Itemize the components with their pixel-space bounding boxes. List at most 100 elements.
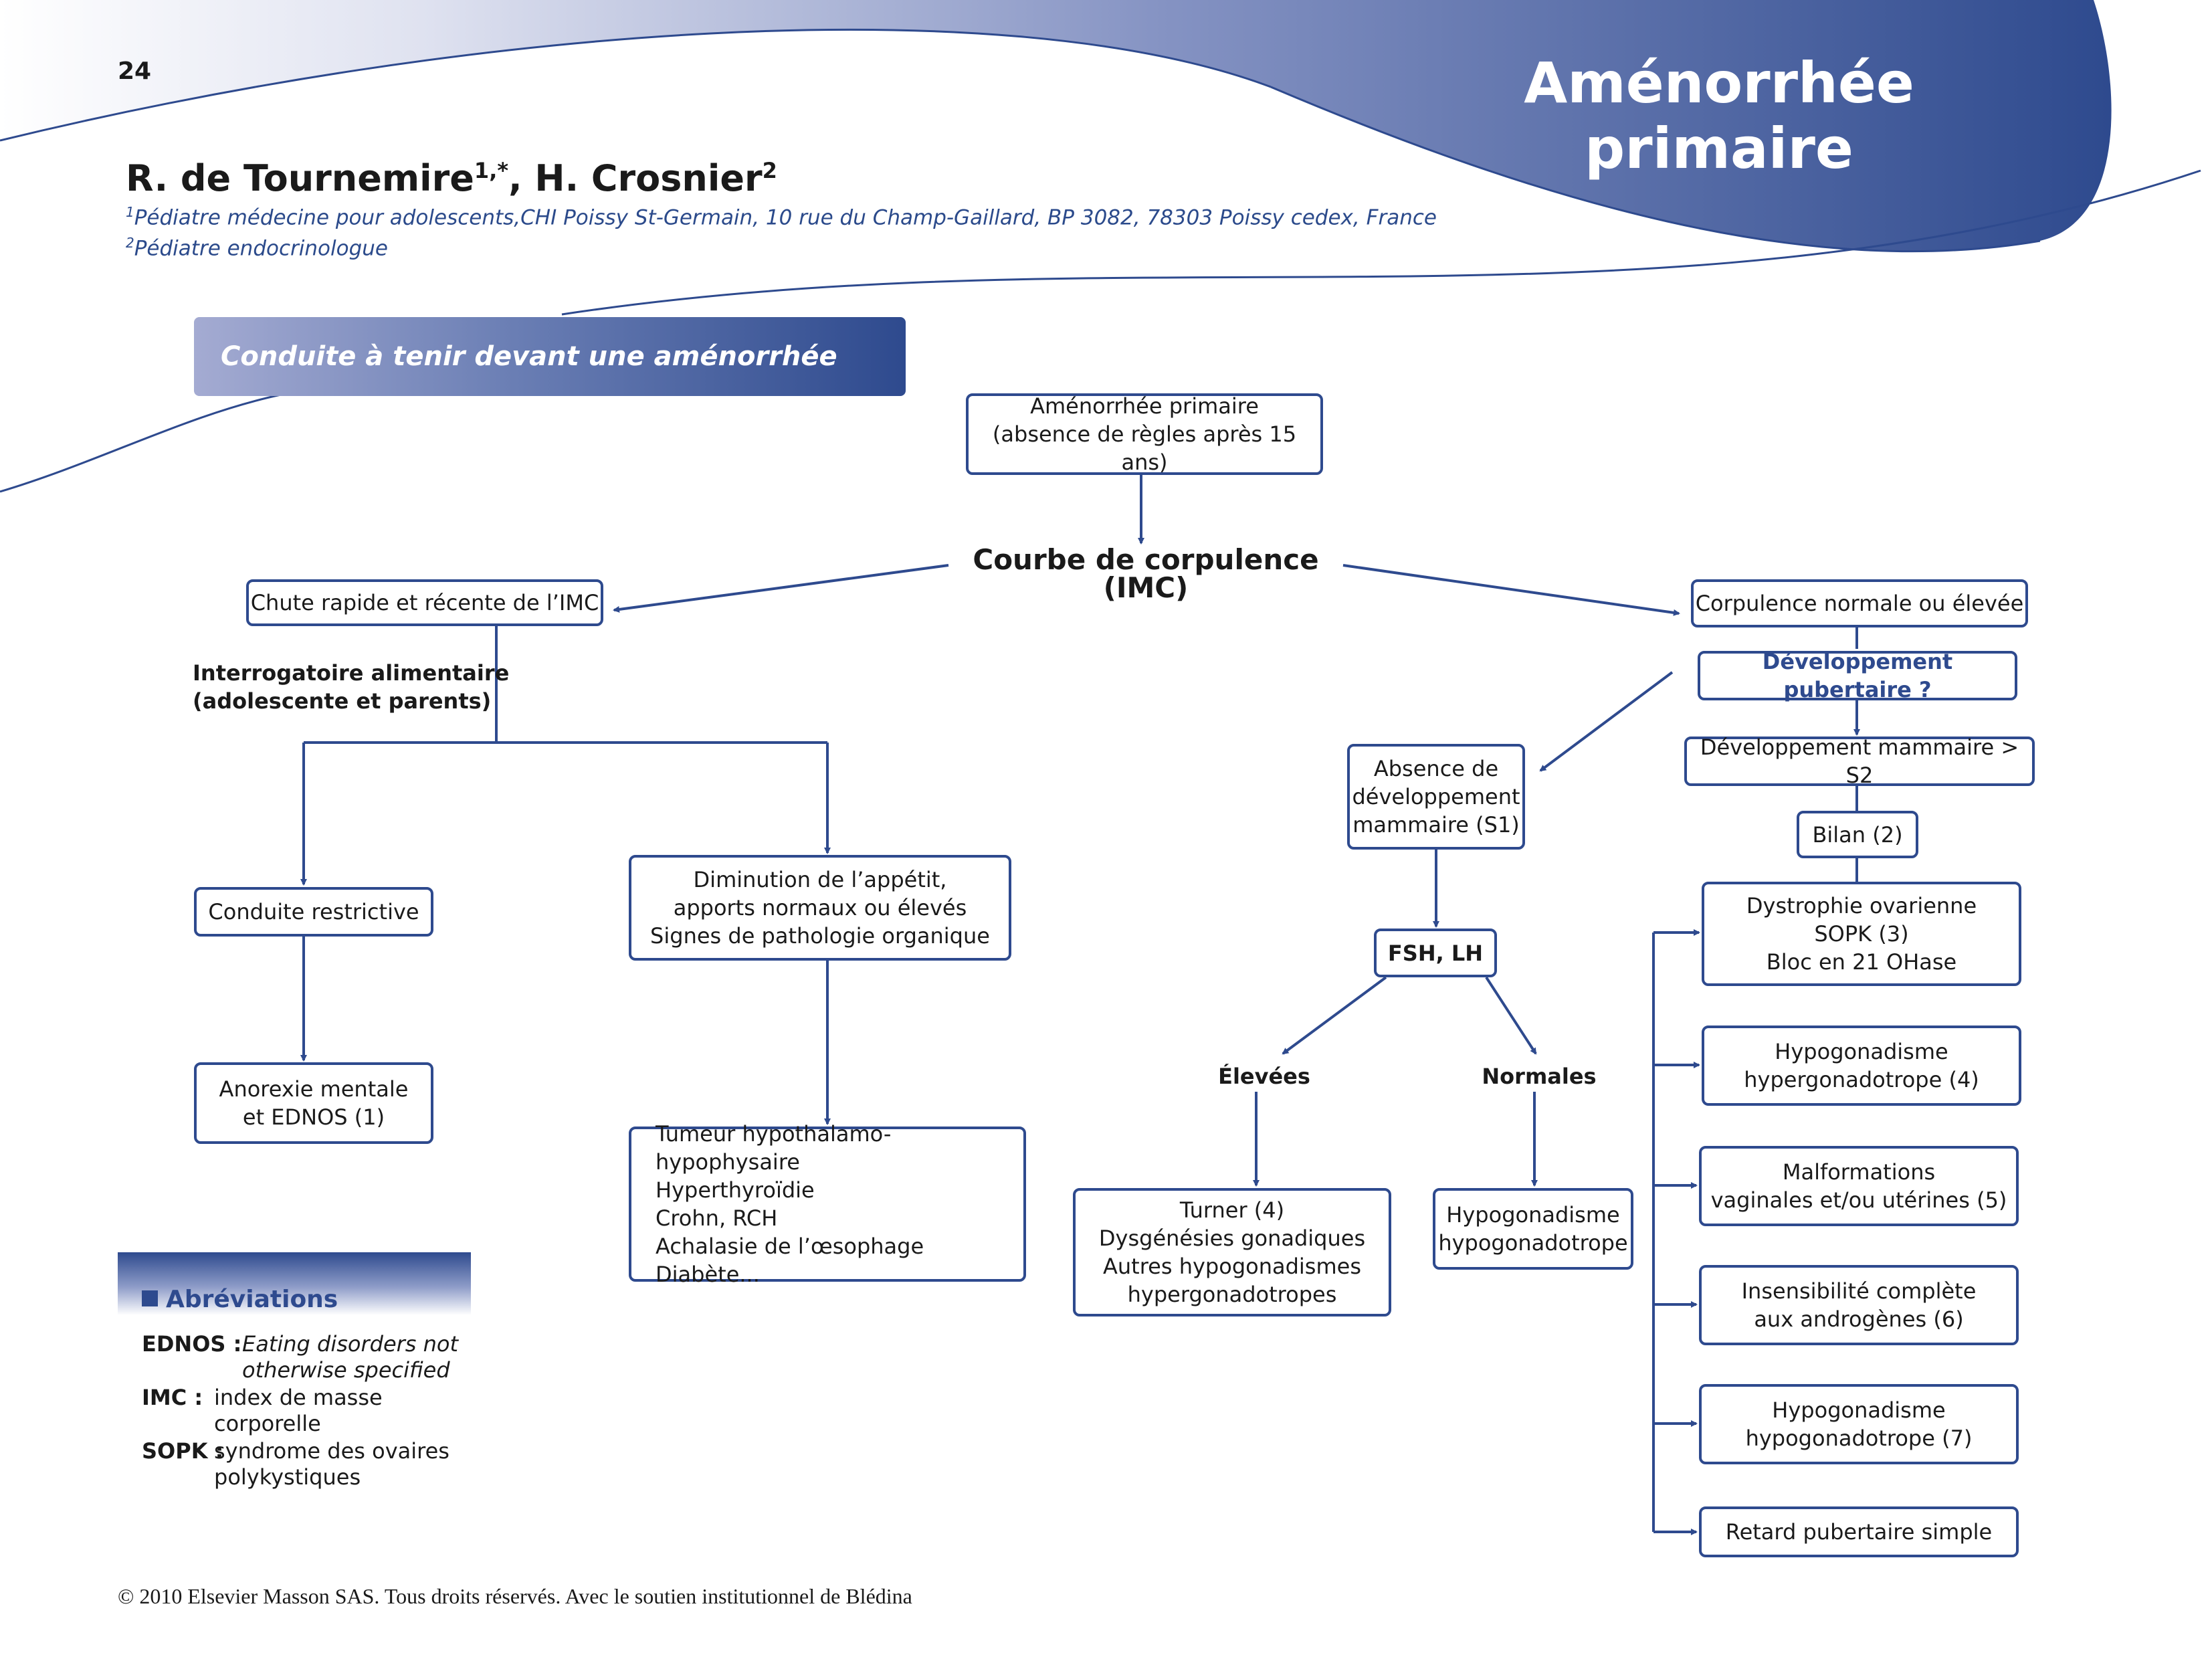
node-text: Insensibilité complète bbox=[1741, 1278, 1977, 1304]
abbr-term-ednos: EDNOS : bbox=[142, 1331, 242, 1357]
node-text: hypogonadotrope bbox=[1438, 1230, 1628, 1256]
node-hypogonadisme-7: Hypogonadisme hypogonadotrope (7) bbox=[1699, 1384, 2019, 1464]
node-text: Développement pubertaire ? bbox=[1762, 649, 1953, 702]
node-text: FSH, LH bbox=[1387, 940, 1484, 966]
label-normales: Normales bbox=[1482, 1064, 1597, 1089]
affiliation-1-sup: 1 bbox=[126, 204, 134, 220]
square-bullet-icon bbox=[142, 1290, 158, 1306]
abbreviations-header-bar bbox=[118, 1252, 471, 1315]
author-separator: , bbox=[508, 157, 535, 199]
node-text: aux androgènes (6) bbox=[1754, 1306, 1964, 1332]
node-text: hypergonadotropes bbox=[1127, 1282, 1337, 1307]
node-developpement-pubertaire: Développement pubertaire ? bbox=[1698, 649, 2017, 702]
node-text: Corpulence normale ou élevée bbox=[1695, 591, 2024, 616]
abbr-def-line: corporelle bbox=[214, 1411, 321, 1436]
node-text: Diminution de l’appétit, bbox=[693, 867, 947, 892]
node-text: Bloc en 21 OHase bbox=[1766, 949, 1957, 975]
node-text: Tumeur hypothalamo-hypophysaire bbox=[656, 1121, 892, 1175]
node-text: Hyperthyroïdie bbox=[656, 1177, 815, 1203]
page-title: Aménorrhée primaire bbox=[1524, 50, 1914, 181]
node-text: Hypogonadisme bbox=[1446, 1202, 1620, 1228]
abbreviations-title-text: Abréviations bbox=[166, 1286, 338, 1313]
label-text: Interrogatoire alimentaire bbox=[193, 660, 510, 686]
node-text: hypergonadotrope (4) bbox=[1744, 1067, 1979, 1092]
node-insensibilite: Insensibilité complète aux androgènes (6… bbox=[1699, 1265, 2019, 1345]
label-interrogatoire: Interrogatoire alimentaire (adolescente … bbox=[193, 659, 509, 715]
node-chute-imc: Chute rapide et récente de l’IMC bbox=[246, 579, 603, 626]
node-text: Crohn, RCH bbox=[656, 1205, 778, 1231]
abbreviations-title: Abréviations bbox=[142, 1286, 338, 1313]
abbr-def-line: index de masse bbox=[214, 1385, 383, 1410]
node-hypogonadisme-normales: Hypogonadisme hypogonadotrope bbox=[1433, 1188, 1633, 1270]
node-malformations: Malformations vaginales et/ou utérines (… bbox=[1699, 1146, 2019, 1226]
node-text: Retard pubertaire simple bbox=[1725, 1519, 1993, 1545]
abbr-def-line: Eating disorders not bbox=[242, 1331, 459, 1357]
author-2: H. Crosnier bbox=[534, 157, 763, 199]
affiliation-2-sup: 2 bbox=[126, 235, 134, 251]
node-bilan: Bilan (2) bbox=[1797, 811, 1918, 858]
node-text: développement bbox=[1352, 784, 1520, 809]
node-text: SOPK (3) bbox=[1814, 921, 1909, 947]
abbr-def-line: otherwise specified bbox=[242, 1357, 450, 1383]
label-courbe-corpulence: Courbe de corpulence (IMC) bbox=[973, 543, 1319, 604]
label-elevees: Élevées bbox=[1218, 1064, 1310, 1089]
node-text: Dystrophie ovarienne bbox=[1746, 893, 1977, 918]
node-text: Hypogonadisme bbox=[1772, 1397, 1946, 1423]
arrow-fsh-to-normales bbox=[1485, 976, 1537, 1055]
abbr-def-sopk: syndrome des ovaires polykystiques bbox=[214, 1438, 449, 1490]
node-absence-developpement: Absence de développement mammaire (S1) bbox=[1347, 744, 1525, 850]
arrow-devpub-to-absence bbox=[1539, 671, 1674, 772]
node-text: Anorexie mentale bbox=[219, 1076, 409, 1102]
node-text: Absence de bbox=[1373, 756, 1499, 781]
node-conduite-restrictive: Conduite restrictive bbox=[194, 887, 433, 937]
affiliation-1-text: Pédiatre médecine pour adolescents,CHI P… bbox=[134, 205, 1437, 230]
node-text: Turner (4) bbox=[1179, 1197, 1285, 1223]
node-text: vaginales et/ou utérines (5) bbox=[1710, 1187, 2007, 1213]
section-banner: Conduite à tenir devant une aménorrhée p… bbox=[194, 317, 906, 451]
node-text: mammaire (S1) bbox=[1352, 812, 1520, 838]
arrow-imc-to-chute bbox=[613, 564, 949, 613]
author-1-affiliation: 1,* bbox=[474, 158, 509, 183]
node-tumeur: Tumeur hypothalamo-hypophysaire Hyperthy… bbox=[629, 1121, 1026, 1287]
node-text: (absence de règles après 15 ans) bbox=[992, 421, 1297, 475]
node-corpulence-normale: Corpulence normale ou élevée bbox=[1691, 579, 2028, 627]
node-dystrophie-ovarienne: Dystrophie ovarienne SOPK (3) Bloc en 21… bbox=[1702, 882, 2021, 986]
arrow-fsh-to-elevees bbox=[1282, 976, 1387, 1055]
node-text: Hypogonadisme bbox=[1775, 1039, 1948, 1064]
node-anorexie: Anorexie mentale et EDNOS (1) bbox=[194, 1062, 433, 1144]
node-text: Bilan (2) bbox=[1812, 821, 1903, 848]
node-text: Chute rapide et récente de l’IMC bbox=[250, 590, 599, 615]
authors: R. de Tournemire1,*, H. Crosnier2 bbox=[126, 157, 777, 199]
abbr-term-sopk: SOPK : bbox=[142, 1438, 224, 1464]
node-diminution-appetit: Diminution de l’appétit, apports normaux… bbox=[629, 855, 1011, 961]
node-text: Malformations bbox=[1782, 1159, 1936, 1185]
affiliation-2: 2Pédiatre endocrinologue bbox=[126, 235, 388, 260]
node-text: Diabète... bbox=[656, 1262, 760, 1287]
node-retard-pubertaire: Retard pubertaire simple bbox=[1699, 1506, 2019, 1557]
footer-copyright: © 2010 Elsevier Masson SAS. Tous droits … bbox=[118, 1584, 912, 1608]
node-text: Signes de pathologie organique bbox=[650, 923, 990, 949]
node-amenorrhee-primaire: Aménorrhée primaire (absence de règles a… bbox=[966, 393, 1323, 475]
node-text: Aménorrhée primaire bbox=[1030, 393, 1259, 419]
node-text: Conduite restrictive bbox=[208, 899, 419, 924]
node-fsh-lh: FSH, LH bbox=[1374, 929, 1497, 977]
node-developpement-mammaire: Développement mammaire > S2 bbox=[1684, 735, 2035, 788]
affiliation-2-text: Pédiatre endocrinologue bbox=[134, 236, 388, 261]
node-text: et EDNOS (1) bbox=[242, 1104, 385, 1130]
node-text: Achalasie de l’œsophage bbox=[656, 1234, 924, 1259]
author-2-affiliation: 2 bbox=[762, 158, 777, 183]
node-text: Développement mammaire > S2 bbox=[1700, 735, 2019, 788]
node-text: Autres hypogonadismes bbox=[1103, 1254, 1361, 1279]
node-turner: Turner (4) Dysgénésies gonadiques Autres… bbox=[1073, 1188, 1391, 1316]
abbr-def-line: polykystiques bbox=[214, 1464, 361, 1490]
arrow-imc-to-corpulence bbox=[1342, 564, 1680, 616]
author-1: R. de Tournemire bbox=[126, 157, 474, 199]
affiliation-1: 1Pédiatre médecine pour adolescents,CHI … bbox=[126, 204, 1437, 229]
node-text: hypogonadotrope (7) bbox=[1745, 1426, 1973, 1451]
node-text: apports normaux ou élevés bbox=[673, 895, 967, 920]
node-text: Dysgénésies gonadiques bbox=[1098, 1226, 1366, 1251]
abbr-term-imc: IMC : bbox=[142, 1385, 203, 1410]
abbr-def-imc: index de masse corporelle bbox=[214, 1385, 383, 1437]
